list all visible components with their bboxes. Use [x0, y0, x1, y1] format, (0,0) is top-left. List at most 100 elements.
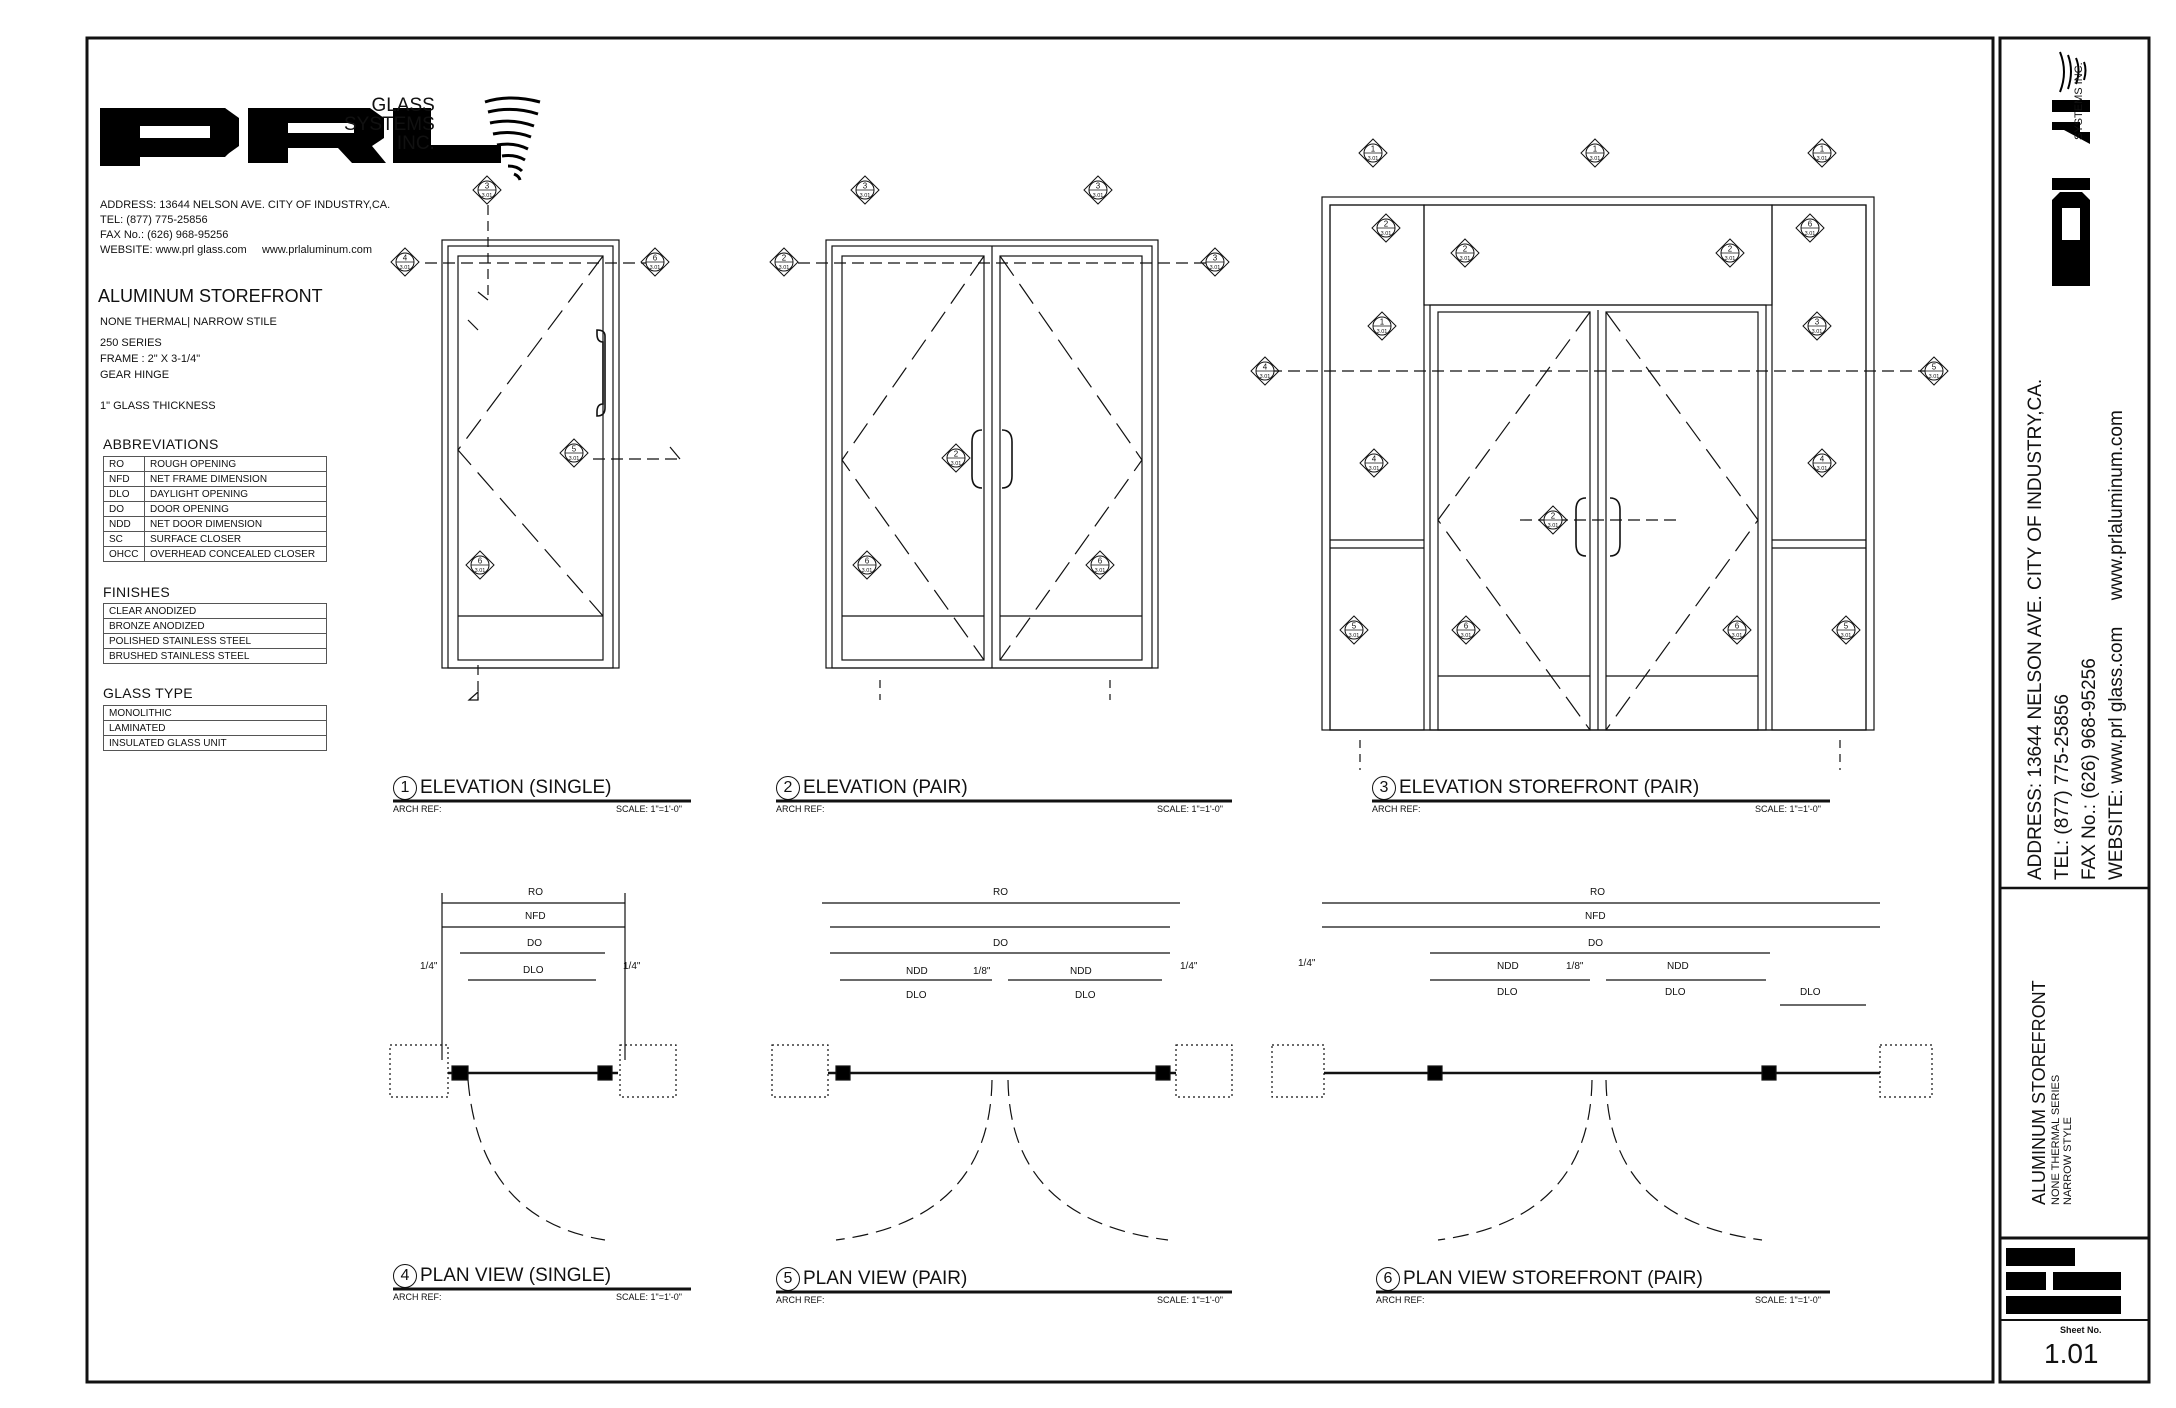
fax-line: FAX No.: (626) 968-95256	[100, 229, 229, 241]
callout-sheet-ref: 3.01	[1548, 523, 1559, 529]
callout-number: 1	[1593, 145, 1598, 154]
abbr-meaning: OVERHEAD CONCEALED CLOSER	[144, 546, 327, 562]
dimension-label-do: DO	[993, 938, 1008, 949]
section-callout: 13.01	[1367, 311, 1397, 341]
table-row: BRUSHED STAINLESS STEEL	[103, 648, 327, 664]
product-title: ALUMINUM STOREFRONT	[98, 286, 323, 306]
callout-number: 4	[403, 254, 408, 263]
callout-sheet-ref: 3.01	[1805, 231, 1816, 237]
arch-ref: ARCH REF:	[776, 804, 825, 814]
callout-sheet-ref: 3.01	[1210, 265, 1221, 271]
phone-line: TEL: (877) 775-25856	[100, 214, 208, 226]
table-row: INSULATED GLASS UNIT	[103, 735, 327, 751]
table-row: MONOLITHIC	[103, 705, 327, 721]
elevation-single	[425, 205, 681, 701]
callout-sheet-ref: 3.01	[475, 568, 486, 574]
dimension-label-eighth: 1/8"	[1566, 961, 1584, 972]
section-callout: 53.01	[1831, 615, 1861, 645]
callout-number: 6	[1464, 622, 1469, 631]
abbr-code: SC	[103, 531, 145, 547]
callout-sheet-ref: 3.01	[1095, 568, 1106, 574]
dimension-label-ro: RO	[528, 887, 543, 898]
callout-number: 4	[1372, 455, 1377, 464]
title-block-project: ALUMINUM STOREFRONT NONE THERMAL SERIES …	[2028, 980, 2074, 1205]
dimension-label-dlo: DLO	[1800, 987, 1821, 998]
callout-sheet-ref: 3.01	[1817, 466, 1828, 472]
table-row: POLISHED STAINLESS STEEL	[103, 633, 327, 649]
tb-address-line: ADDRESS: 13644 NELSON AVE. CITY OF INDUS…	[2025, 378, 2046, 880]
section-callout: 33.01	[850, 175, 880, 205]
section-callout: 63.01	[640, 247, 670, 277]
glass-type-heading: GLASS TYPE	[103, 685, 193, 701]
section-callout: 13.01	[1807, 138, 1837, 168]
arch-ref: ARCH REF:	[1372, 804, 1421, 814]
section-callout: 23.01	[941, 443, 971, 473]
sheet-number-label: Sheet No.	[2060, 1325, 2102, 1335]
dimension-label-dlo: DLO	[1075, 990, 1096, 1001]
section-callout: 53.01	[1919, 356, 1949, 386]
section-callout: 63.01	[1722, 615, 1752, 645]
tb-phone-line: TEL: (877) 775-25856	[2052, 694, 2073, 880]
section-callout: 63.01	[465, 550, 495, 580]
view-number-badge: 3	[1372, 776, 1396, 800]
product-spec-2: 250 SERIES	[100, 337, 162, 349]
product-spec-5: 1" GLASS THICKNESS	[100, 400, 216, 412]
section-callout: 33.01	[472, 175, 502, 205]
dimension-label-ro: RO	[1590, 887, 1605, 898]
finishes-item: POLISHED STAINLESS STEEL	[103, 633, 327, 649]
callout-sheet-ref: 3.01	[1461, 633, 1472, 639]
abbreviations-heading: ABBREVIATIONS	[103, 436, 219, 452]
view-title-text: ELEVATION (PAIR)	[803, 777, 968, 798]
callout-number: 1	[1820, 145, 1825, 154]
view-title-text: PLAN VIEW STOREFRONT (PAIR)	[1403, 1268, 1703, 1289]
dimension-label-quarter: 1/4"	[1298, 958, 1316, 969]
view-title-text: ELEVATION (SINGLE)	[420, 777, 612, 798]
callout-number: 6	[653, 254, 658, 263]
callout-number: 3	[1096, 182, 1101, 191]
abbr-code: RO	[103, 456, 145, 472]
callout-sheet-ref: 3.01	[1369, 466, 1380, 472]
arch-ref: ARCH REF:	[1376, 1295, 1425, 1305]
scale-label: SCALE: 1"=1'-0"	[616, 1292, 682, 1302]
product-spec-4: GEAR HINGE	[100, 369, 170, 381]
title-block-redactions	[2006, 1248, 2121, 1314]
view-number-badge: 2	[776, 776, 800, 800]
dimension-label-ndd: NDD	[1497, 961, 1519, 972]
elevation-pair	[780, 239, 1220, 700]
finishes-item: CLEAR ANODIZED	[103, 603, 327, 619]
view-number-badge: 4	[393, 1264, 417, 1288]
view-number-badge: 1	[393, 776, 417, 800]
abbr-meaning: DAYLIGHT OPENING	[144, 486, 327, 502]
plan-view-single	[389, 893, 677, 1241]
title-block-border	[1998, 36, 2151, 1384]
section-callout: 63.01	[1795, 213, 1825, 243]
callout-sheet-ref: 3.01	[1381, 231, 1392, 237]
callout-number: 1	[1380, 318, 1385, 327]
table-row: CLEAR ANODIZED	[103, 603, 327, 619]
sheet-number: 1.01	[2044, 1338, 2099, 1369]
section-callout: 23.01	[1715, 238, 1745, 268]
abbr-code: DO	[103, 501, 145, 517]
section-callout: 13.01	[1580, 138, 1610, 168]
logo-glass-systems: GLASS SYSTEMS INC.	[344, 96, 435, 153]
address-line: ADDRESS: 13644 NELSON AVE. CITY OF INDUS…	[100, 199, 391, 211]
callout-number: 6	[1735, 622, 1740, 631]
abbr-code: OHCC	[103, 546, 145, 562]
logo-sub-1: GLASS	[371, 95, 435, 116]
section-callout: 23.01	[1538, 505, 1568, 535]
callout-sheet-ref: 3.01	[1377, 329, 1388, 335]
dimension-label-quarter: 1/4"	[420, 961, 438, 972]
section-callout: 63.01	[852, 550, 882, 580]
callout-number: 2	[954, 450, 959, 459]
view-title-text: PLAN VIEW (PAIR)	[803, 1268, 968, 1289]
callout-number: 3	[485, 182, 490, 191]
